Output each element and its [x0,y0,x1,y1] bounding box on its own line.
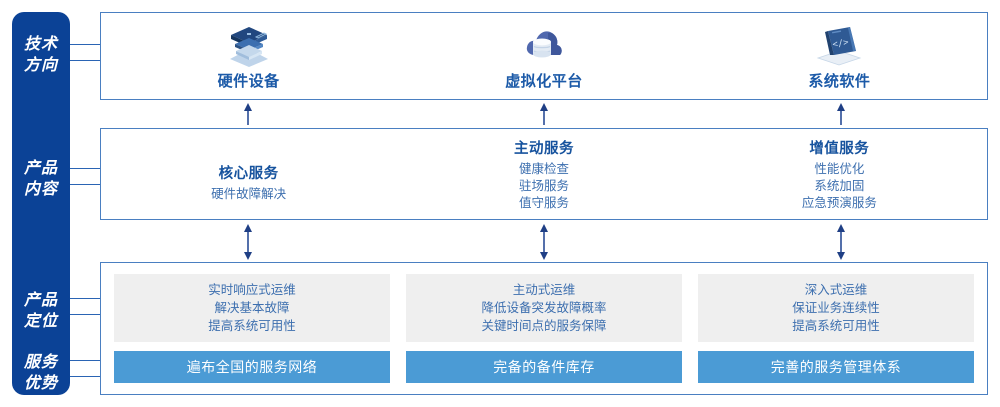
connector-positioning-bottom [70,314,101,315]
tech-item-system-software[interactable]: </> 系统软件 [692,13,987,99]
positioning-box-realtime[interactable]: 实时响应式运维 解决基本故障 提高系统可用性 [114,274,390,342]
cloud-database-icon [526,31,562,58]
content-column-item: 健康检查 [518,161,569,176]
tech-item-virtualization[interactable]: 虚拟化平台 [396,13,691,99]
content-column-item: 系统加固 [814,178,865,193]
positioning-line: 主动式运维 [512,283,576,297]
server-stack-icon [229,27,268,67]
product-content-panel: 核心服务 硬件故障解决 主动服务 健康检查 驻场服务 值守服务 增值服务 性能优… [100,128,988,220]
advantage-bar-spare-parts[interactable]: 完备的备件库存 [406,351,682,383]
content-column-item: 应急预演服务 [801,195,877,210]
positioning-line: 关键时间点的服务保障 [481,319,607,333]
arrow-double-proactive-service [540,224,548,260]
tech-item-label: 虚拟化平台 [505,73,583,90]
sidebar-item-service-advantage[interactable]: 服务 优势 [23,354,58,392]
arrow-double-value-added-service [837,224,845,260]
content-column-item: 硬件故障解决 [211,186,287,201]
advantage-bar-management-system[interactable]: 完善的服务管理体系 [698,351,974,383]
positioning-line: 深入式运维 [804,283,868,297]
positioning-line: 保证业务连续性 [792,301,880,315]
positioning-box-indepth[interactable]: 深入式运维 保证业务连续性 提高系统可用性 [698,274,974,342]
content-column-title: 核心服务 [218,165,279,182]
content-column-item: 驻场服务 [518,178,569,193]
tech-item-label: 硬件设备 [217,73,280,90]
content-column-item: 性能优化 [814,161,865,176]
tech-item-hardware[interactable]: 硬件设备 [101,13,396,99]
sidebar-item-tech-direction[interactable]: 技术 方向 [23,36,58,74]
connector-content-top [70,168,101,169]
content-column-value-added-service[interactable]: 增值服务 性能优化 系统加固 应急预演服务 [692,129,987,219]
content-column-proactive-service[interactable]: 主动服务 健康检查 驻场服务 值守服务 [396,129,691,219]
sidebar-item-product-positioning[interactable]: 产品 定位 [23,292,58,330]
content-column-item: 值守服务 [518,195,569,210]
tech-direction-panel: 硬件设备 虚拟化平台 </> [100,12,988,100]
svg-text:</>: </> [832,38,850,51]
connector-positioning-top [70,298,101,299]
positioning-line: 提高系统可用性 [208,319,296,333]
laptop-code-icon: </> [817,27,862,66]
content-column-title: 增值服务 [809,140,870,157]
tech-item-label: 系统软件 [808,73,871,90]
connector-tech-bottom [70,60,101,61]
connector-tech-top [70,44,101,45]
connector-content-bottom [70,184,101,185]
arrow-double-core-service [244,224,252,260]
positioning-line: 提高系统可用性 [792,319,880,333]
positioning-box-proactive[interactable]: 主动式运维 降低设备突发故障概率 关键时间点的服务保障 [406,274,682,342]
arrow-up-system-software [837,103,845,125]
positioning-line: 降低设备突发故障概率 [481,301,607,315]
positioning-line: 实时响应式运维 [208,283,296,297]
positioning-row: 实时响应式运维 解决基本故障 提高系统可用性 主动式运维 降低设备突发故障概率 … [114,274,974,342]
arrow-up-hardware [244,103,252,125]
content-column-title: 主动服务 [513,140,574,157]
positioning-advantage-panel: 实时响应式运维 解决基本故障 提高系统可用性 主动式运维 降低设备突发故障概率 … [100,262,988,395]
positioning-line: 解决基本故障 [214,301,290,315]
advantage-bar-service-network[interactable]: 遍布全国的服务网络 [114,351,390,383]
connector-advantage-bottom [70,376,101,377]
arrow-up-virtualization [540,103,548,125]
sidebar-item-product-content[interactable]: 产品 内容 [23,160,58,198]
category-sidebar: 技术 方向 产品 内容 产品 定位 服务 优势 [12,12,70,395]
advantage-row: 遍布全国的服务网络 完备的备件库存 完善的服务管理体系 [114,351,974,383]
connector-advantage-top [70,360,101,361]
content-column-core-service[interactable]: 核心服务 硬件故障解决 [101,129,396,219]
